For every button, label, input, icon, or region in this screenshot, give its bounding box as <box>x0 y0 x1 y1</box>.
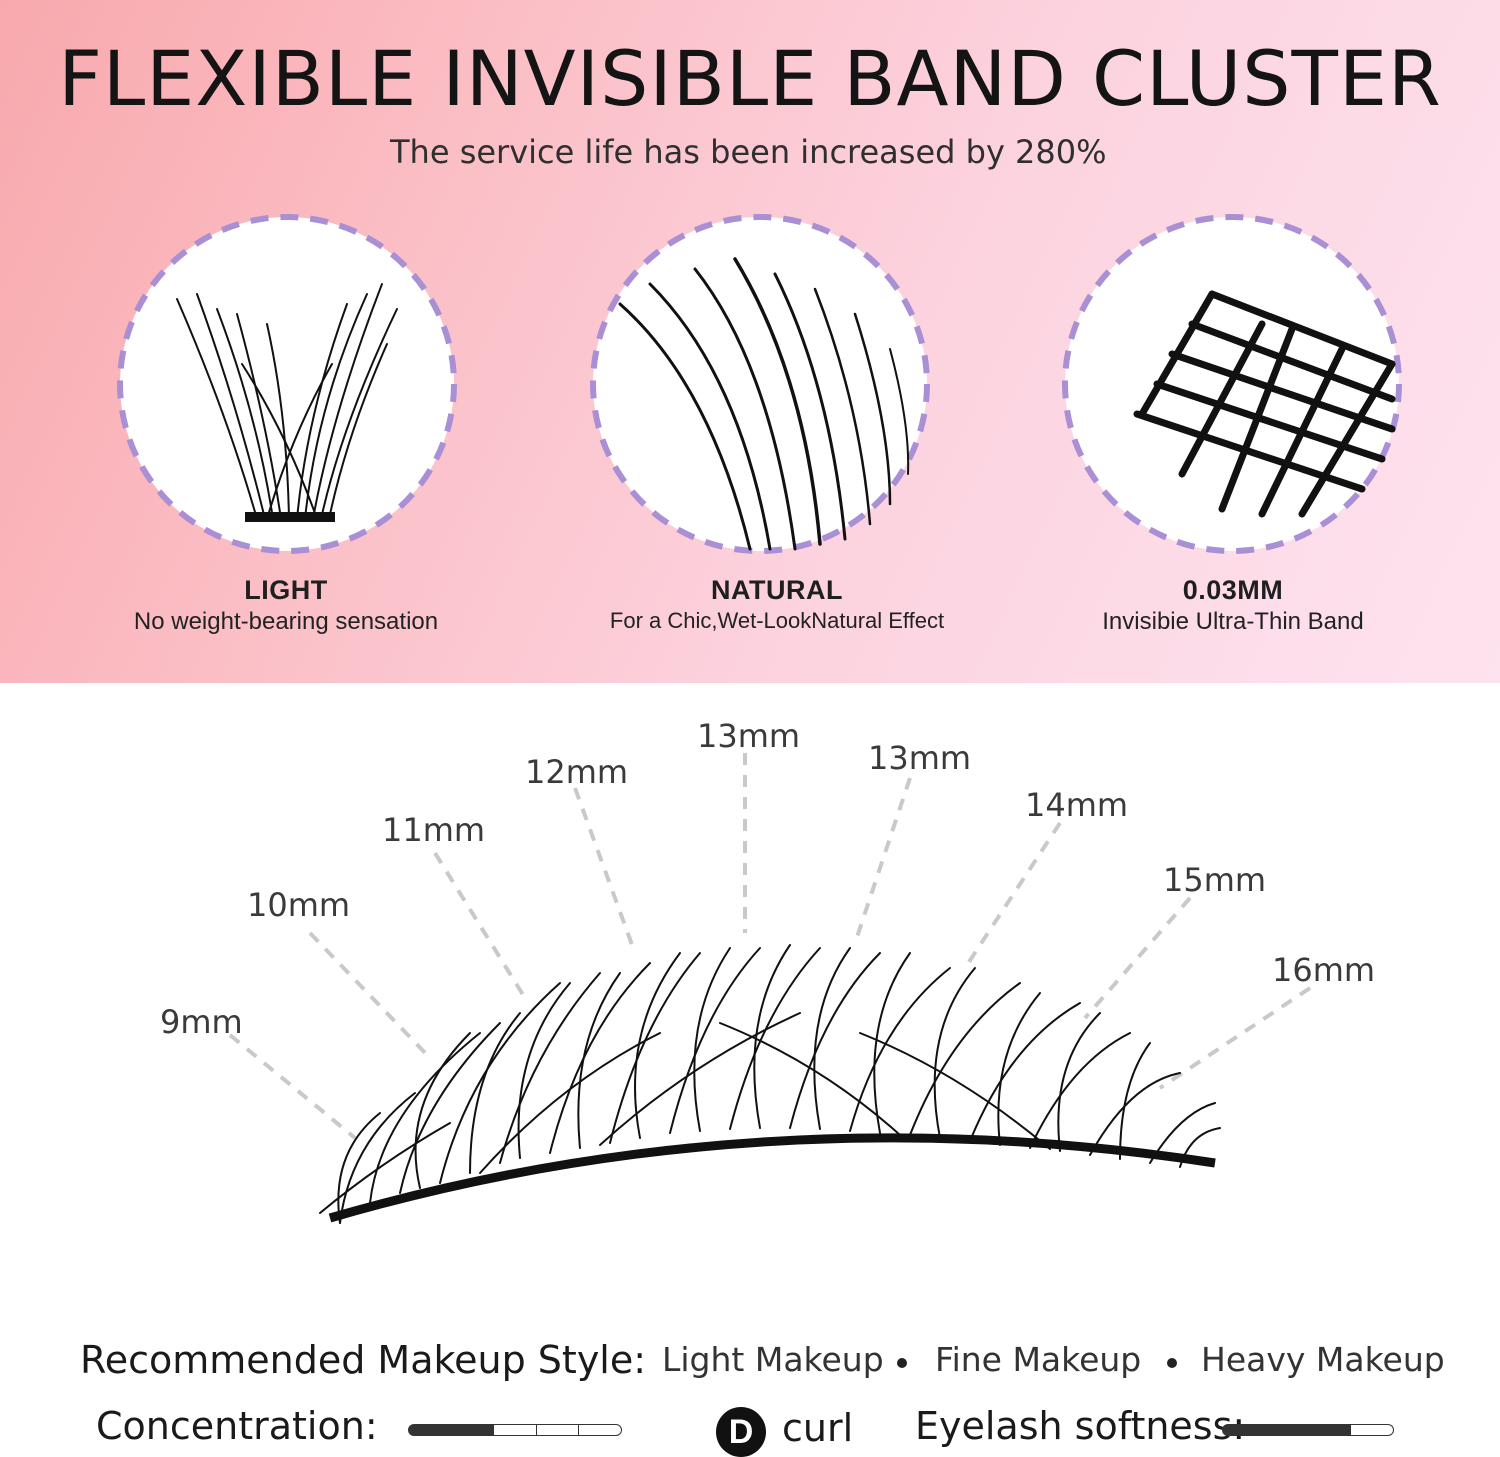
concentration-label: Concentration: <box>96 1404 378 1448</box>
makeup-option-heavy: Heavy Makeup <box>1201 1340 1445 1379</box>
lash-length-diagram: 9mm 10mm 11mm 12mm 13mm 13mm 14mm 15mm 1… <box>0 683 1500 1323</box>
bullet-icon <box>1167 1358 1177 1368</box>
meter-segment <box>450 1424 495 1436</box>
length-label-12: 12mm <box>525 753 629 791</box>
bullet-icon <box>897 1358 907 1368</box>
curl-label: curl <box>782 1406 854 1450</box>
meter-segment <box>408 1424 452 1436</box>
length-label-11: 11mm <box>382 811 486 849</box>
meter-segment <box>493 1424 537 1436</box>
length-label-13b: 13mm <box>868 739 972 777</box>
makeup-style-label: Recommended Makeup Style: <box>80 1338 647 1382</box>
lash-strands <box>319 944 1221 1224</box>
meter-segment <box>578 1424 622 1436</box>
curl-type-badge: D <box>716 1407 766 1457</box>
length-label-13a: 13mm <box>697 717 801 755</box>
length-label-9: 9mm <box>160 1003 243 1041</box>
length-label-10: 10mm <box>247 886 351 924</box>
feature-band: 0.03MM Invisibie Ultra-Thin Band <box>1023 575 1443 636</box>
feature-heading: NATURAL <box>711 575 843 605</box>
feature-description: No weight-bearing sensation <box>133 608 439 635</box>
concentration-meter <box>408 1424 622 1436</box>
feature-light: LIGHT No weight-bearing sensation <box>76 575 496 636</box>
meter-segment <box>1349 1424 1394 1436</box>
makeup-option-light: Light Makeup <box>662 1340 884 1379</box>
page-title: FLEXIBLE INVISIBLE BAND CLUSTER <box>58 34 1442 123</box>
meter-segment <box>1264 1424 1309 1436</box>
makeup-style-row: Recommended Makeup Style: Light Makeup F… <box>80 1338 1480 1388</box>
feature-natural: NATURAL For a Chic,Wet-LookNatural Effec… <box>567 575 987 634</box>
meter-segment <box>1222 1424 1266 1436</box>
length-label-16: 16mm <box>1272 951 1376 989</box>
softness-label: Eyelash softness: <box>915 1404 1246 1448</box>
feature-heading: 0.03MM <box>1182 575 1284 605</box>
feature-heading: LIGHT <box>244 575 328 605</box>
makeup-option-fine: Fine Makeup <box>935 1340 1142 1379</box>
specs-row: Concentration: D curl Eyelash softness: <box>0 1402 1500 1457</box>
feature-description: Invisibie Ultra-Thin Band <box>1102 608 1364 635</box>
page-subtitle: The service life has been increased by 2… <box>390 133 1107 171</box>
length-label-15: 15mm <box>1163 861 1267 899</box>
feature-natural-image <box>590 214 930 554</box>
feature-light-image <box>117 214 457 554</box>
feature-description: For a Chic,Wet-LookNatural Effect <box>609 608 945 633</box>
meter-segment <box>1307 1424 1351 1436</box>
feature-band-image <box>1062 214 1402 554</box>
lash-illustration <box>228 753 1312 1224</box>
hero-banner: FLEXIBLE INVISIBLE BAND CLUSTER The serv… <box>0 0 1500 683</box>
length-label-14: 14mm <box>1025 786 1129 824</box>
length-guide-lines <box>228 753 1312 1140</box>
meter-segment <box>535 1424 580 1436</box>
softness-meter <box>1222 1424 1394 1436</box>
